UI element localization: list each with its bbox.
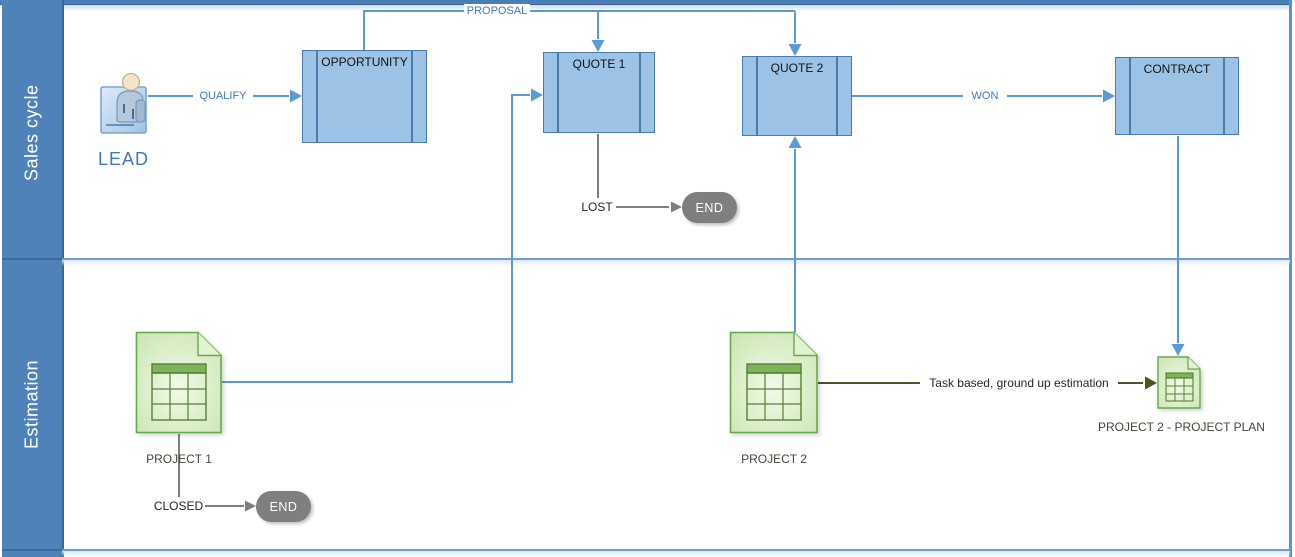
contract-title: CONTRACT (1143, 62, 1211, 76)
lane-divider (62, 258, 1290, 260)
subprocess-bar-icon (756, 57, 758, 135)
proposal-arrowhead-quote2 (788, 44, 802, 56)
task-based-connector-label: Task based, ground up estimation (920, 376, 1118, 390)
quote1-title: QUOTE 1 (572, 57, 626, 71)
lead-label: LEAD (98, 149, 150, 169)
contract-plan-arrowhead (1171, 344, 1185, 356)
page-top-fade (62, 5, 1290, 11)
lane-divider-sidebar (2, 258, 62, 260)
qualify-arrowhead (290, 89, 302, 103)
won-arrowhead (1103, 89, 1115, 103)
lane-header-column (2, 0, 64, 557)
proposal-arrowhead-quote1 (591, 40, 605, 52)
subprocess-bar-icon (316, 51, 318, 142)
closed-connector-label: CLOSED (152, 499, 205, 513)
subprocess-bar-icon (557, 53, 559, 132)
opportunity-box[interactable]: OPPORTUNITY (302, 50, 427, 143)
contract-box[interactable]: CONTRACT (1115, 57, 1239, 135)
subprocess-bar-icon (1129, 58, 1131, 134)
lane-divider-sidebar-bottom (2, 549, 62, 551)
closed-connector (178, 434, 244, 507)
lane-divider-bottom (62, 549, 1290, 551)
project2-plan-document-icon[interactable] (1157, 356, 1203, 411)
lost-connector-label: LOST (578, 200, 616, 214)
lane-divider-bottom-fade (62, 551, 1290, 557)
won-connector-label: WON (963, 89, 1007, 103)
page-right-border (1289, 0, 1292, 557)
end-node-lost[interactable]: END (682, 192, 737, 223)
project2-document-icon[interactable] (729, 331, 821, 436)
end-label: END (695, 200, 724, 215)
proposal-connector-label: PROPOSAL (464, 4, 530, 18)
project1-document-icon[interactable] (135, 331, 225, 436)
page-top-border (0, 0, 1290, 5)
project1-label: PROJECT 1 (146, 452, 212, 466)
project1-to-quote1-connector (222, 94, 530, 383)
project2-label: PROJECT 2 (741, 452, 807, 466)
quote2-box[interactable]: QUOTE 2 (742, 56, 852, 136)
lost-connector (597, 134, 669, 208)
closed-arrowhead (245, 500, 256, 512)
qualify-connector-label: QUALIFY (193, 89, 253, 103)
subprocess-bar-icon (639, 53, 641, 132)
subprocess-bar-icon (1223, 58, 1225, 134)
task-based-arrowhead (1145, 376, 1157, 390)
proposal-connector (363, 10, 796, 50)
lane-divider-fade (62, 260, 1290, 266)
project1-quote1-arrowhead (531, 88, 543, 102)
quote1-box[interactable]: QUOTE 1 (543, 52, 655, 133)
opportunity-title: OPPORTUNITY (321, 55, 408, 69)
project2-plan-label: PROJECT 2 - PROJECT PLAN (1098, 420, 1265, 434)
lost-arrowhead (671, 201, 682, 213)
lead-person-icon[interactable] (99, 72, 151, 138)
end-node-closed[interactable]: END (256, 491, 311, 522)
subprocess-bar-icon (411, 51, 413, 142)
end-label: END (269, 499, 298, 514)
subprocess-bar-icon (836, 57, 838, 135)
quote2-title: QUOTE 2 (770, 61, 824, 75)
project2-quote2-arrowhead (788, 136, 802, 148)
